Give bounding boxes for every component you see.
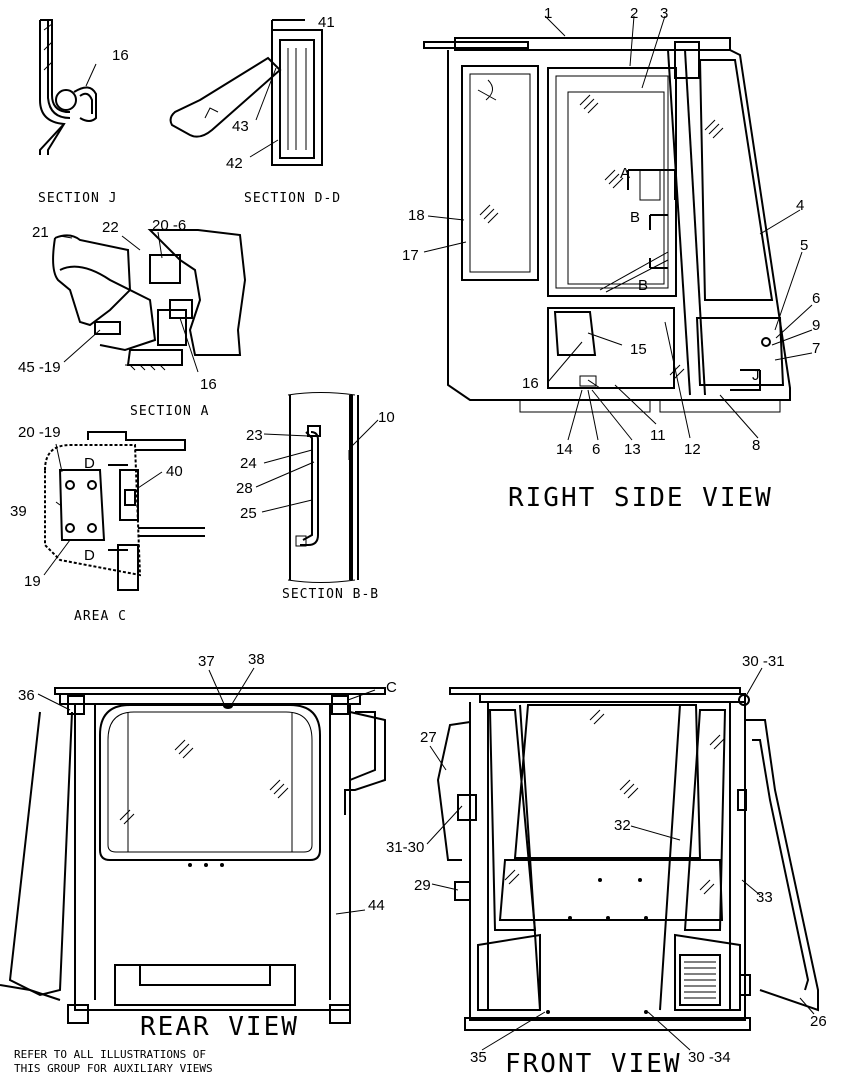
callout-13: 13 <box>624 441 641 458</box>
callout-35: 35 <box>470 1049 487 1066</box>
callout-6-bottom: 6 <box>592 441 600 458</box>
marker-d-top: D <box>84 455 95 472</box>
front-view-drawing <box>426 667 819 1051</box>
callout-44: 44 <box>368 897 385 914</box>
callout-19: 19 <box>24 573 41 590</box>
callout-27: 27 <box>420 729 437 746</box>
right-side-view-title: RIGHT SIDE VIEW <box>508 483 773 513</box>
callout-45-19: 45 -19 <box>18 359 61 376</box>
callout-20-6: 20 -6 <box>152 217 186 234</box>
callout-23: 23 <box>246 427 263 444</box>
section-bb-drawing <box>255 392 379 583</box>
section-a-title: SECTION A <box>130 404 209 419</box>
callout-17: 17 <box>402 247 419 264</box>
callout-9: 9 <box>812 317 820 334</box>
callout-33: 33 <box>756 889 773 906</box>
callout-40: 40 <box>166 463 183 480</box>
callout-5: 5 <box>800 237 808 254</box>
section-j-title: SECTION J <box>38 191 117 206</box>
callout-1: 1 <box>544 5 552 22</box>
callout-16-section-j: 16 <box>112 47 129 64</box>
callout-15: 15 <box>630 341 647 358</box>
callout-36: 36 <box>18 687 35 704</box>
section-bb-title: SECTION B-B <box>282 587 379 602</box>
area-c-drawing <box>43 431 205 591</box>
callout-30-31: 30 -31 <box>742 653 785 670</box>
callout-4: 4 <box>796 197 804 214</box>
callout-14: 14 <box>556 441 573 458</box>
callout-22: 22 <box>102 219 119 236</box>
marker-b-top: B <box>630 209 640 226</box>
callout-39: 39 <box>10 503 27 520</box>
callout-2: 2 <box>630 5 638 22</box>
callout-7: 7 <box>812 340 820 357</box>
rear-view-drawing <box>0 667 386 1024</box>
callout-30-34: 30 -34 <box>688 1049 731 1066</box>
marker-j: J <box>752 367 760 384</box>
callout-16-right: 16 <box>522 375 539 392</box>
marker-c: C <box>386 679 397 696</box>
right-side-view-drawing <box>423 15 813 441</box>
callout-37: 37 <box>198 653 215 670</box>
callout-42: 42 <box>226 155 243 172</box>
callout-29: 29 <box>414 877 431 894</box>
marker-b-bottom: B <box>638 277 648 294</box>
section-a-drawing <box>52 229 247 373</box>
callout-8: 8 <box>752 437 760 454</box>
note-line-1: REFER TO ALL ILLUSTRATIONS OF <box>14 1048 206 1061</box>
callout-6-right: 6 <box>812 290 820 307</box>
callout-25: 25 <box>240 505 257 522</box>
callout-20-19: 20 -19 <box>18 424 61 441</box>
rear-view-title: REAR VIEW <box>140 1012 299 1042</box>
callout-18: 18 <box>408 207 425 224</box>
callout-41: 41 <box>318 14 335 31</box>
area-c-title: AREA C <box>74 609 127 624</box>
callout-3: 3 <box>660 5 668 22</box>
callout-10: 10 <box>378 409 395 426</box>
callout-21: 21 <box>32 224 49 241</box>
section-dd-drawing <box>169 19 323 166</box>
note-line-2: THIS GROUP FOR AUXILIARY VIEWS <box>14 1062 213 1075</box>
callout-16-section-a: 16 <box>200 376 217 393</box>
callout-43: 43 <box>232 118 249 135</box>
callout-32: 32 <box>614 817 631 834</box>
callout-24: 24 <box>240 455 257 472</box>
callout-11: 11 <box>650 427 666 444</box>
marker-a: A <box>620 165 630 182</box>
front-view-title: FRONT VIEW <box>505 1049 682 1079</box>
section-dd-title: SECTION D-D <box>244 191 341 206</box>
callout-38: 38 <box>248 651 265 668</box>
callout-28: 28 <box>236 480 253 497</box>
callout-26: 26 <box>810 1013 827 1030</box>
section-j-drawing <box>39 19 97 155</box>
callout-31-30: 31-30 <box>386 839 424 856</box>
callout-12: 12 <box>684 441 701 458</box>
marker-d-bottom: D <box>84 547 95 564</box>
